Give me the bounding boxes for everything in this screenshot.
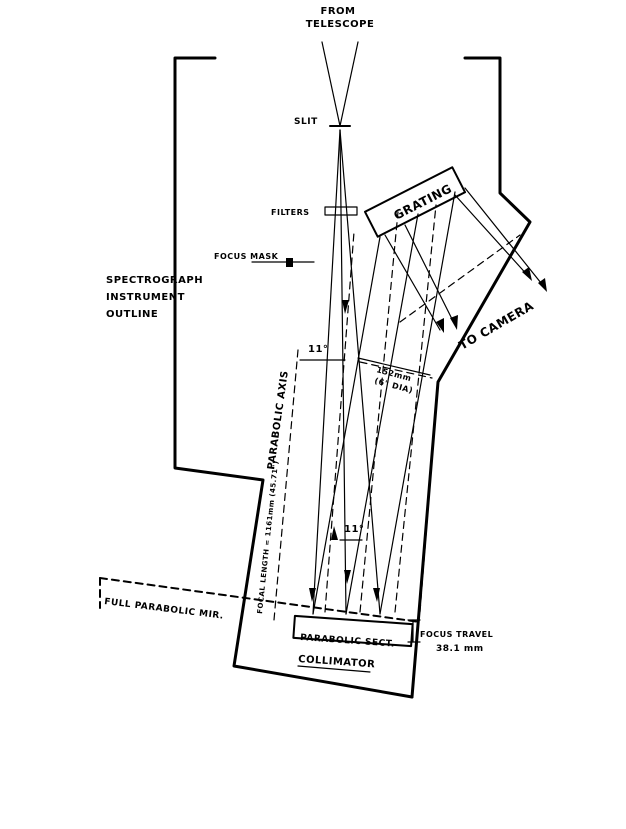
return-beam-4 xyxy=(419,381,439,613)
return-beam-1 xyxy=(324,231,355,613)
from-telescope-label-1: FROM xyxy=(321,6,356,17)
ray-slit-left xyxy=(312,129,341,615)
telescope-ray-right xyxy=(339,41,359,127)
instrument-outline-right xyxy=(410,56,532,699)
angle-upper-label: 11° xyxy=(308,344,328,355)
focus-mask-element xyxy=(286,258,293,267)
focus-travel-label: FOCUS TRAVEL xyxy=(420,630,493,639)
arrow-down-right xyxy=(373,588,380,602)
instrument-label-2: INSTRUMENT xyxy=(106,292,185,303)
dashed-cross-2 xyxy=(359,361,433,379)
camera-ray-2 xyxy=(404,224,456,326)
arrow-camera-4 xyxy=(522,267,532,281)
return-beam-2 xyxy=(359,211,399,613)
grating-element xyxy=(363,166,467,238)
return-beam-3 xyxy=(394,204,437,613)
focus-travel-value: 38.1 mm xyxy=(436,644,484,654)
arrow-up-mid xyxy=(331,526,338,540)
from-telescope-label-2: TELESCOPE xyxy=(306,19,375,30)
dashed-cross-1 xyxy=(399,234,521,323)
beam-to-grating-2 xyxy=(345,213,419,615)
camera-ray-4 xyxy=(454,194,531,279)
parabolic-axis-label: PARABOLIC AXIS xyxy=(266,370,291,471)
full-parabolic-mir-label: FULL PARABOLIC MIR. xyxy=(104,597,225,622)
camera-ray-3 xyxy=(464,187,546,289)
arrow-down-mid xyxy=(342,300,349,314)
slit-label: SLIT xyxy=(294,117,318,127)
arrow-down-lower-mid xyxy=(344,570,351,584)
collimator-underline xyxy=(297,665,371,673)
beam-to-grating-1 xyxy=(312,236,381,615)
arrow-down-left xyxy=(309,588,316,602)
angle-lower-label: 11° xyxy=(344,524,364,535)
arrow-camera-1 xyxy=(436,318,444,333)
camera-ray-1 xyxy=(384,234,441,331)
parabolic-section xyxy=(292,614,414,648)
arrow-camera-2 xyxy=(450,315,458,330)
parabolic-axis-line xyxy=(273,349,299,621)
beam-to-grating-3 xyxy=(379,191,456,615)
instrument-label-1: SPECTROGRAPH xyxy=(106,275,203,286)
arrow-camera-3 xyxy=(538,278,547,292)
parabolic-sect-label: PARABOLIC SECT. xyxy=(300,633,395,650)
focus-mask-label: FOCUS MASK xyxy=(214,252,279,261)
to-camera-label: TO CAMERA xyxy=(457,298,537,352)
ray-slit-right xyxy=(339,129,381,615)
collimator-label: COLLIMATOR xyxy=(298,654,376,670)
telescope-ray-left xyxy=(321,41,341,127)
beam-diameter-line xyxy=(357,357,431,376)
full-parabolic-mirror xyxy=(99,577,421,623)
filters-label: FILTERS xyxy=(271,208,310,217)
instrument-outline-left xyxy=(173,56,414,699)
instrument-label-3: OUTLINE xyxy=(106,309,158,320)
